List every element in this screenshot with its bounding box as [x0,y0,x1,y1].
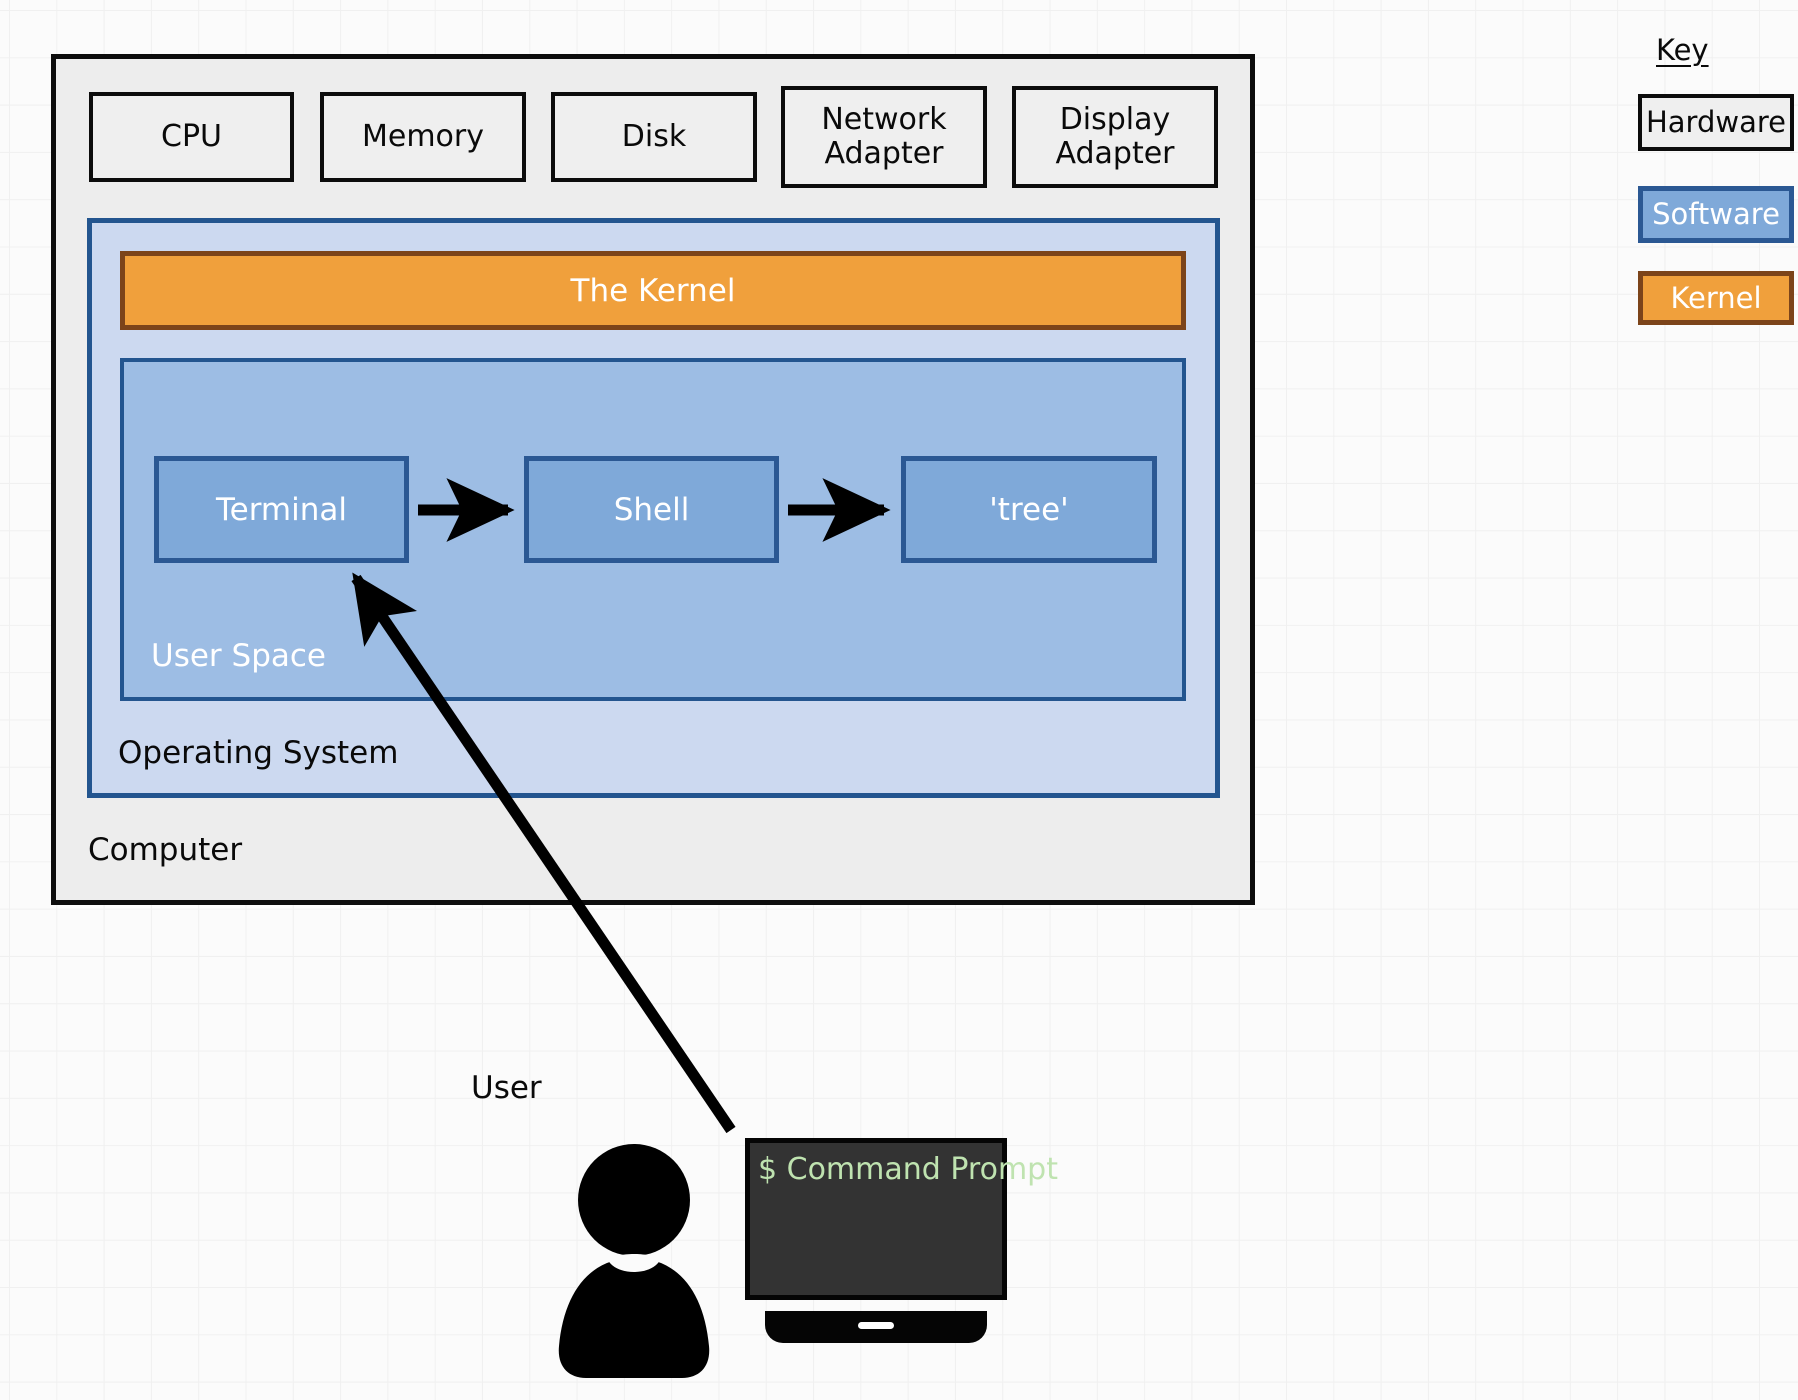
monitor-screen[interactable]: $ Command Prompt [745,1138,1058,1300]
hardware-box-network-adapter[interactable]: Network Adapter [781,86,987,188]
hardware-box-display-adapter-label-line1: Display [1059,102,1171,138]
process-box-terminal[interactable]: Terminal [154,456,409,563]
hardware-box-network-adapter-label-line1: Network [821,102,947,138]
key-swatch-hardware-label: Hardware [1645,105,1786,139]
hardware-box-network-adapter-label-line2: Adapter [824,136,944,171]
key-swatch-hardware: Hardware [1638,94,1794,151]
hardware-box-disk[interactable]: Disk [551,92,757,182]
hardware-box-cpu[interactable]: CPU [89,92,294,182]
hardware-box-display-adapter-label-line2: Adapter [1055,136,1175,171]
command-prompt-text: $ Command Prompt [758,1152,1058,1187]
process-box-tree[interactable]: 'tree' [901,456,1157,563]
kernel-box[interactable]: The Kernel [120,251,1186,330]
key-swatch-software: Software [1638,186,1794,243]
process-box-shell[interactable]: Shell [524,456,779,563]
user-label: User [471,1070,542,1106]
process-box-shell-label: Shell [613,491,690,528]
hardware-box-display-adapter[interactable]: Display Adapter [1012,86,1218,188]
hardware-box-disk-label: Disk [621,119,687,155]
monitor-stand-notch [858,1322,894,1329]
key-swatch-kernel-label: Kernel [1670,280,1762,315]
key-swatch-software-label: Software [1652,197,1780,231]
kernel-box-label: The Kernel [570,272,736,309]
hardware-box-memory-label: Memory [361,119,484,155]
operating-system-label: Operating System [118,735,399,771]
hardware-box-cpu-label: CPU [161,119,222,155]
process-box-terminal-label: Terminal [215,491,347,528]
user-person-icon [558,1144,710,1378]
hardware-box-memory[interactable]: Memory [320,92,526,182]
user-space-label: User Space [151,638,326,674]
process-box-tree-label: 'tree' [989,491,1069,528]
key-swatch-kernel: Kernel [1638,271,1794,325]
computer-label: Computer [88,832,243,868]
key-title: Key [1656,33,1709,67]
